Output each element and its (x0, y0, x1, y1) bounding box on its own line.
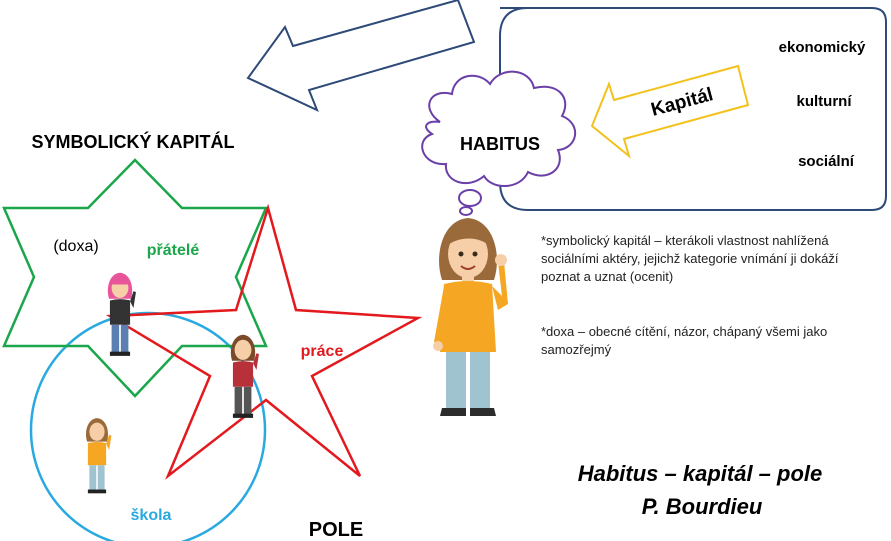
field-label: POLE (309, 519, 363, 541)
doxa-label: (doxa) (53, 238, 98, 255)
friends-label: přátelé (147, 242, 200, 259)
school-label: škola (131, 507, 172, 524)
habitus-cloud (421, 70, 577, 216)
doxa-note: *doxa – obecné cítění, názor, chápaný vš… (541, 324, 828, 357)
capital-type-economic: ekonomický (779, 39, 866, 56)
capital-type-social: sociální (798, 153, 855, 170)
title-line-1: Habitus – kapitál – pole (578, 461, 823, 486)
person-school (85, 418, 112, 494)
capital-box (499, 7, 887, 211)
work-star (105, 203, 423, 480)
capital-type-cultural: kulturní (797, 93, 853, 110)
habitus-label: HABITUS (460, 134, 540, 154)
symbolic-capital-label: SYMBOLICKÝ KAPITÁL (31, 131, 234, 152)
person-work (230, 334, 259, 418)
large-left-arrow (246, 0, 476, 112)
symbolic-capital-note: *symbolický kapitál – kterákoli vlastnos… (541, 233, 839, 284)
friends-star (2, 158, 268, 398)
kapital-arrow (590, 64, 750, 159)
title-line-2: P. Bourdieu (642, 494, 763, 519)
person-friends (107, 272, 136, 356)
work-label: práce (301, 343, 344, 360)
habitus-person (433, 218, 508, 416)
